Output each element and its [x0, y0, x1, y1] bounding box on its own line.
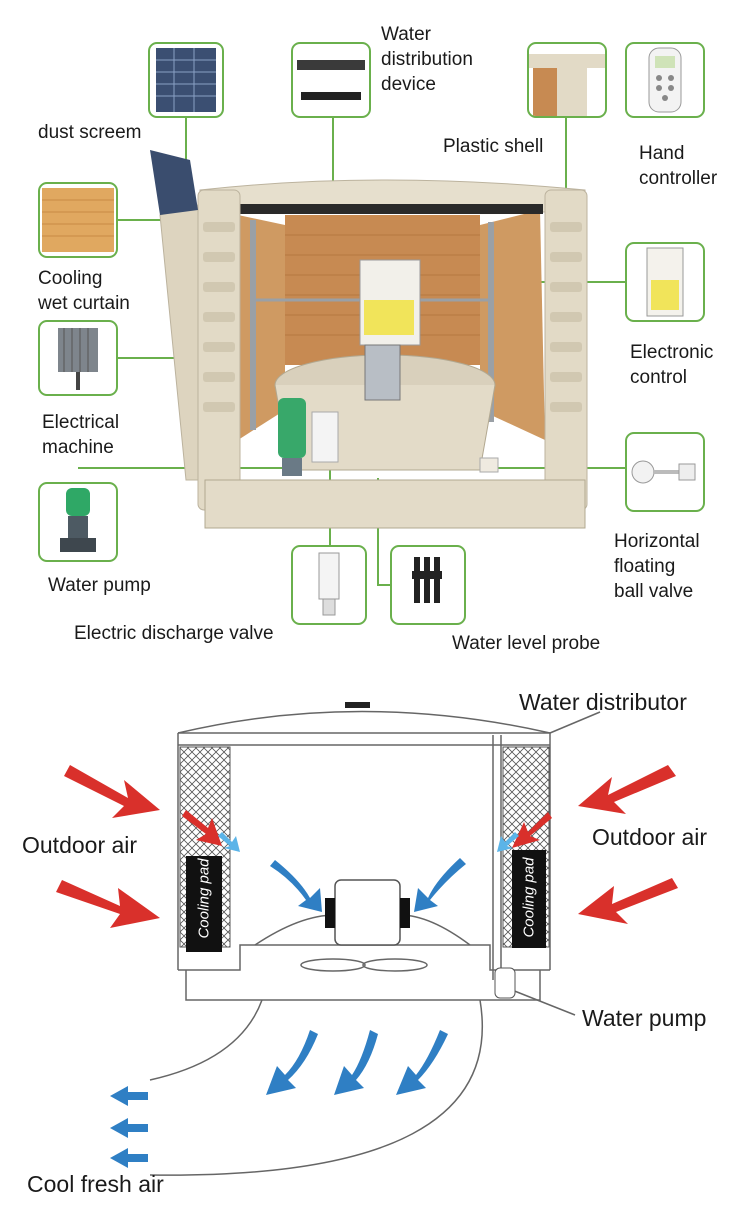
water-distribution-device-label: Water distribution device: [381, 24, 473, 95]
electric-discharge-valve-label: Electric discharge valve: [74, 623, 274, 644]
cooling-wet-curtain-label: Cooling wet curtain: [38, 268, 130, 314]
electronic-control-thumbnail: [625, 242, 705, 322]
electrical-machine-thumbnail: [38, 320, 118, 396]
horizontal-floating-ball-valve-label: Horizontal floating ball valve: [614, 531, 700, 602]
outdoor-air-left-label: Outdoor air: [22, 832, 138, 858]
water-distributor-label: Water distributor: [519, 689, 687, 715]
cool-fresh-air-label: Cool fresh air: [27, 1171, 164, 1197]
dust-screen-thumbnail: [148, 42, 224, 118]
hand-controller-label: Hand controller: [639, 143, 718, 189]
water-level-probe-thumbnail: [390, 545, 466, 625]
outdoor-air-right-label: Outdoor air: [592, 824, 708, 850]
plastic-shell-thumbnail: [527, 42, 607, 118]
fan-motor: [334, 879, 401, 946]
outdoor-air-arrows: [56, 765, 678, 928]
dust-screen-label: dust screem: [38, 122, 142, 143]
electronic-control-label: Electronic control: [630, 342, 714, 388]
cooling-pad-left-label: Cooling pad: [195, 858, 213, 939]
water-pump-label-bottom: Water pump: [582, 1005, 707, 1031]
cooler-illustration: [78, 118, 625, 586]
electric-discharge-valve-thumbnail: [291, 545, 367, 625]
water-pump-thumbnail: [38, 482, 118, 562]
hand-controller-thumbnail: [625, 42, 705, 118]
pump-shape: [494, 967, 516, 999]
cooling-wet-curtain-thumbnail: [38, 182, 118, 258]
electrical-machine-label: Electrical machine: [42, 412, 120, 458]
water-level-probe-label: Water level probe: [452, 633, 601, 654]
plastic-shell-label: Plastic shell: [443, 136, 544, 157]
water-distribution-device-thumbnail: [291, 42, 371, 118]
cooling-pad-right-label: Cooling pad: [520, 857, 538, 938]
horizontal-floating-ball-valve-thumbnail: [625, 432, 705, 512]
water-pump-label-top: Water pump: [48, 575, 151, 596]
cooler-body: [150, 150, 588, 529]
cool-air-arrows: [110, 832, 519, 1168]
